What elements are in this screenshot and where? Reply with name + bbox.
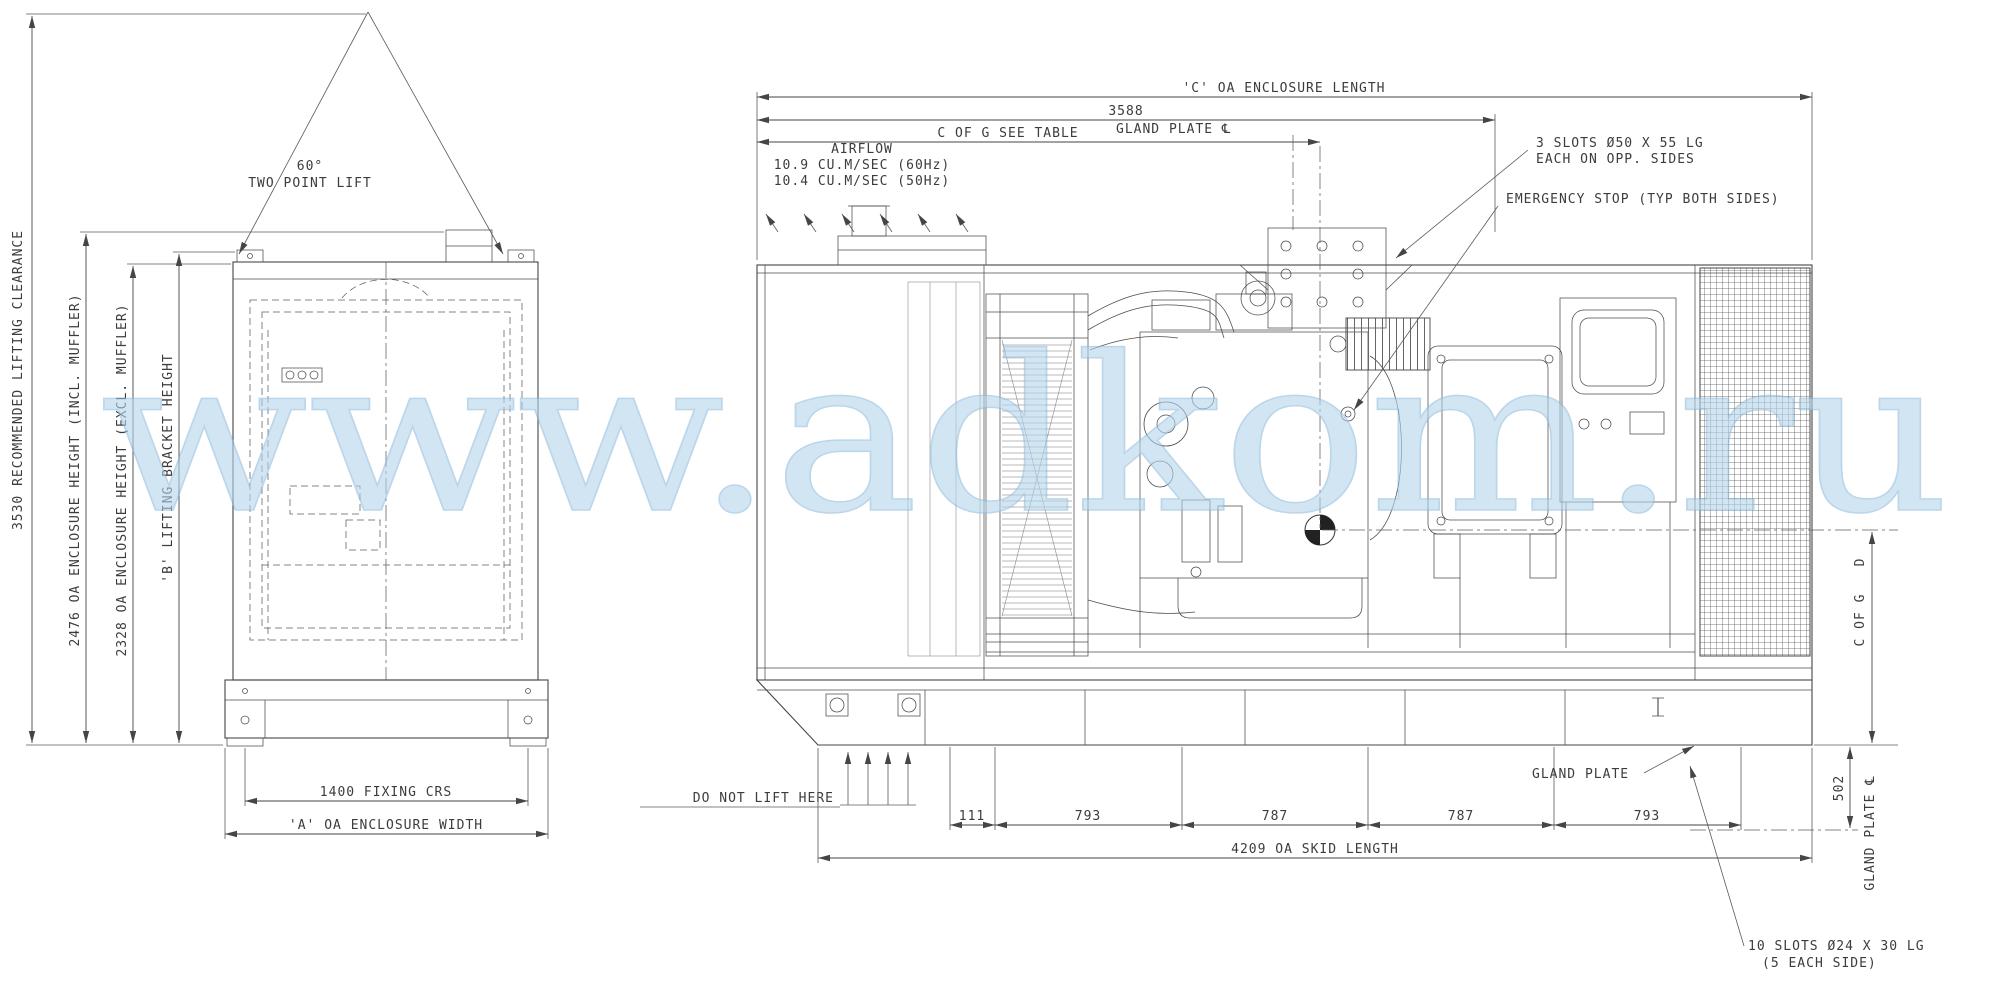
base-rails [986,502,1695,653]
airflow-rate-60hz: 10.9 CU.M/SEC (60Hz) [774,158,951,173]
dim-787-2: 787 [1448,809,1474,824]
cg-symbol [1304,514,1336,546]
end-view-base [224,679,549,747]
bottom-dimensions: DO NOT LIFT HERE 111 793 787 787 793 420… [640,745,1813,863]
end-view: 60° TWO POINT LIFT [11,11,549,839]
top-dimensions: 'C' OA ENCLOSURE LENGTH 3588 C OF G SEE … [756,81,1898,531]
slots-bottom-note-line1: 10 SLOTS Ø24 X 30 LG [1748,939,1925,954]
dim-111: 111 [959,809,985,824]
lift-angle-label: 60° [297,159,323,174]
dim-3588: 3588 [1108,104,1143,119]
pipework [1087,290,1235,614]
dim-enclosure-width: 'A' OA ENCLOSURE WIDTH [289,818,483,833]
dim-lifting-clearance: 3530 RECOMMENDED LIFTING CLEARANCE [11,230,26,530]
end-view-dimensions: 3530 RECOMMENDED LIFTING CLEARANCE 2476 … [11,13,549,839]
dim-skid-length: 4209 OA SKID LENGTH [1231,842,1399,857]
dim-793-1: 793 [1075,809,1101,824]
right-dimensions: D C OF G 502 GLAND PLATE ℄ 10 SLOTS Ø24 … [1689,532,1925,971]
dim-lifting-bracket-height: 'B' LIFTING BRACKET HEIGHT [161,353,176,583]
dim-enclosure-length: 'C' OA ENCLOSURE LENGTH [1182,81,1385,96]
muffler [837,205,987,266]
emergency-stop-button [1340,406,1356,422]
do-not-lift-note: DO NOT LIFT HERE [693,791,834,806]
slots-top-note-line1: 3 SLOTS Ø50 X 55 LG [1536,136,1704,151]
gland-plate-cl-right-label: GLAND PLATE ℄ [1863,775,1878,890]
dim-793-2: 793 [1634,809,1660,824]
radiator [985,293,1089,657]
c-of-g-right-label: C OF G [1853,594,1868,647]
air-discharge-arrows [765,213,969,233]
alternator [1427,345,1563,579]
lifting-bracket [1239,227,1413,329]
side-view: 'C' OA ENCLOSURE LENGTH 3588 C OF G SEE … [640,81,1925,971]
airflow-rate-50hz: 10.4 CU.M/SEC (50Hz) [774,174,951,189]
engine [1139,271,1402,619]
emergency-stop-note: EMERGENCY STOP (TYP BOTH SIDES) [1506,192,1780,207]
two-point-lift-label: TWO POINT LIFT [248,176,372,191]
radiator-duct [907,281,981,657]
skid-base [755,679,1813,746]
dim-fixing-crs: 1400 FIXING CRS [320,785,452,800]
slots-top-note-line2: EACH ON OPP. SIDES [1536,152,1695,167]
dim-c-of-g-table: C OF G SEE TABLE [937,126,1078,141]
slots-bottom-note-line2: (5 EACH SIDE) [1762,956,1877,971]
dim-d-label: D [1853,558,1868,567]
dim-height-incl-muffler: 2476 OA ENCLOSURE HEIGHT (INCL. MUFFLER) [68,293,83,646]
dim-height-excl-muffler: 2328 OA ENCLOSURE HEIGHT (EXCL. MUFFLER) [115,303,130,656]
lifting-sling: 60° TWO POINT LIFT [238,11,504,255]
gland-plate-cl-top-label: GLAND PLATE ℄ [1116,122,1231,137]
airflow-title: AIRFLOW [831,142,893,157]
dim-787-1: 787 [1262,809,1288,824]
gland-plate-label: GLAND PLATE [1532,767,1629,782]
exhaust-outlet [851,205,887,237]
watermark-text: www.adkom.ru [100,310,1950,561]
inlet-grille [1699,267,1811,657]
dim-502: 502 [1832,775,1847,801]
control-panel [1559,297,1677,503]
machinery [907,271,1695,657]
